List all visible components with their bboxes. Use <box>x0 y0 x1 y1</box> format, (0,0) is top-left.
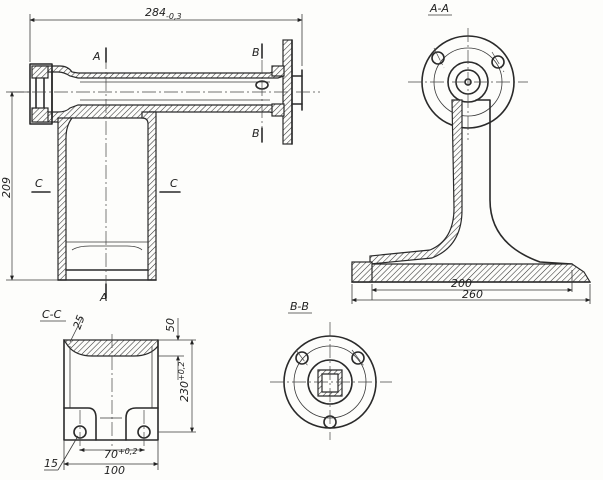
section-aa-title: A-A <box>429 2 449 15</box>
dim-200: 200 <box>451 277 472 290</box>
bb-bore <box>317 369 343 397</box>
section-cc-title: C-C <box>42 308 62 321</box>
bb-bolt-hole-1 <box>295 351 309 365</box>
tube-top-wall <box>35 65 293 79</box>
left-collar-bottom <box>31 107 49 123</box>
dim-260: 260 <box>462 288 483 301</box>
section-bb: B-B <box>270 300 392 440</box>
section-aa: A-A 200 260 <box>351 2 592 304</box>
left-collar-top <box>31 65 49 79</box>
mark-a-bottom: A <box>99 291 108 304</box>
tube-bottom-wall <box>35 104 293 123</box>
main-view: A A B B C C 284-0,3 209 <box>0 6 320 304</box>
leg-left-wall <box>57 117 74 281</box>
dim-height: 209 <box>0 177 13 198</box>
right-collar-top <box>271 65 285 77</box>
dim-230: 230+0,2 <box>177 362 191 402</box>
cc-top-wall <box>62 339 159 357</box>
dim-15: 15 <box>44 457 58 470</box>
section-bb-title: B-B <box>290 300 309 313</box>
dim-overall-length: 284-0,3 <box>145 6 182 21</box>
leg-right-wall <box>141 111 157 281</box>
mark-c-left: C <box>35 177 43 190</box>
aa-bolt-hole-2 <box>491 55 505 69</box>
dim-70: 70+0,2 <box>104 447 137 461</box>
dim-50: 50 <box>164 318 177 332</box>
mark-c-right: C <box>170 177 178 190</box>
mark-a-top: A <box>92 50 101 63</box>
aa-web-left <box>369 99 463 265</box>
bb-bolt-hole-2 <box>351 351 365 365</box>
dim-25: 25 <box>71 313 88 331</box>
mark-b-bottom: B <box>252 127 260 140</box>
aa-bolt-hole-1 <box>431 51 445 65</box>
bb-boss <box>307 359 353 405</box>
dim-100: 100 <box>104 464 125 477</box>
right-collar-bottom <box>271 103 285 117</box>
section-cc: C-C 50 230+0,2 70+0,2 100 25 <box>40 308 196 477</box>
mark-b-top: B <box>252 46 260 59</box>
